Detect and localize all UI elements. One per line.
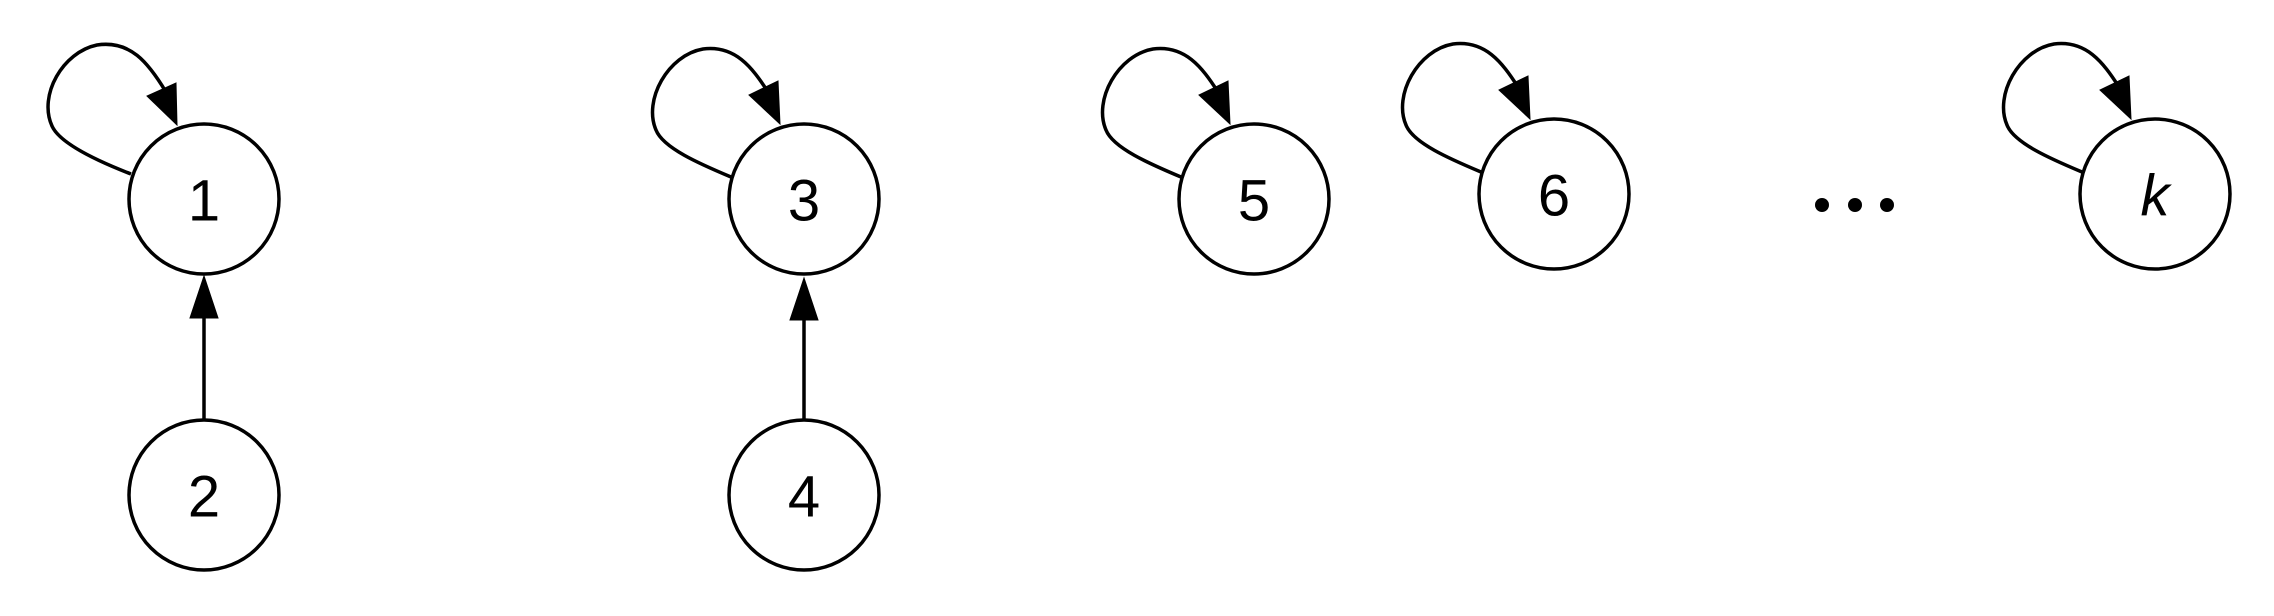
node-5: 5: [1177, 122, 1331, 276]
self-loop-edge-1: [46, 42, 178, 176]
nodes: 1 2 3 4 5 6 k: [127, 117, 2232, 572]
node-6-label: 6: [1538, 164, 1570, 229]
node-k-label: k: [2141, 164, 2173, 229]
ellipsis-dot-1: [1815, 198, 1829, 212]
node-3-label: 3: [788, 169, 820, 234]
node-2-label: 2: [188, 465, 220, 530]
node-4: 4: [727, 418, 881, 572]
node-2: 2: [127, 418, 281, 572]
node-4-label: 4: [788, 465, 820, 530]
node-1: 1: [127, 122, 281, 276]
node-k: k: [2078, 117, 2232, 271]
node-3: 3: [727, 122, 881, 276]
node-6: 6: [1477, 117, 1631, 271]
self-loop-edge-k: [2001, 41, 2132, 174]
edge-4-to-3: [789, 276, 819, 420]
node-1-label: 1: [188, 169, 220, 234]
self-loop-edge-6: [1400, 41, 1531, 174]
edge-2-to-1: [189, 274, 219, 420]
self-loop-edge-3: [650, 46, 781, 179]
ellipsis-dot-3: [1880, 198, 1894, 212]
node-5-label: 5: [1238, 169, 1270, 234]
edges: [46, 41, 2132, 420]
ellipsis: [1815, 198, 1894, 212]
self-loop-edge-5: [1100, 46, 1231, 179]
ellipsis-dot-2: [1848, 198, 1862, 212]
